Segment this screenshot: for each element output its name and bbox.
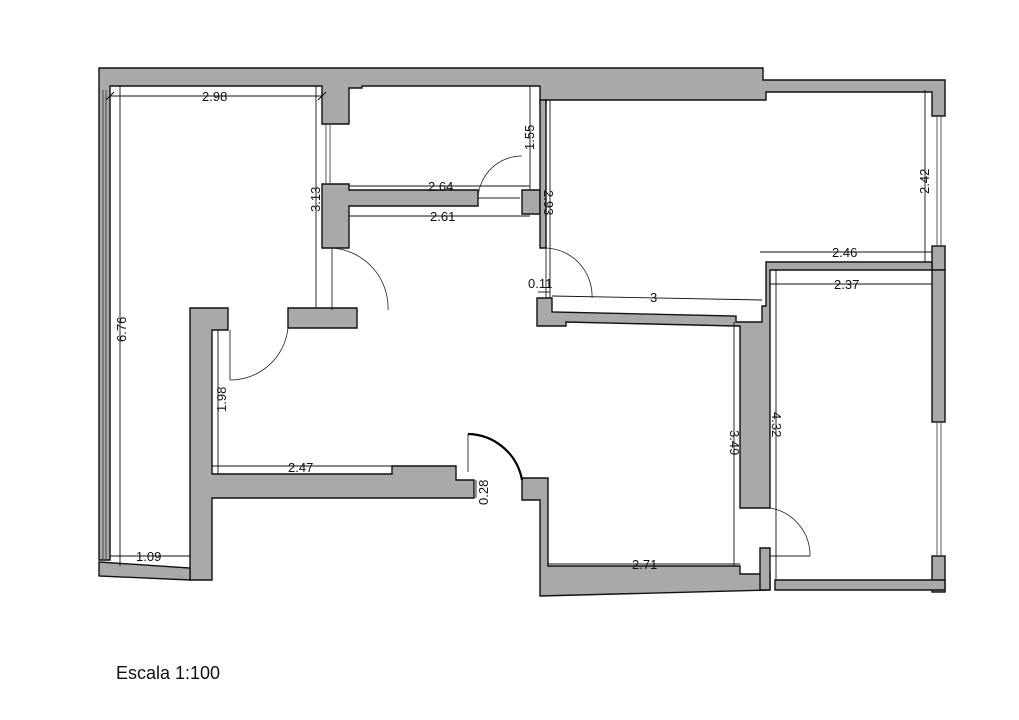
dim-label-0-28: 0.28 [476, 480, 491, 505]
dim-label-2-47: 2.47 [288, 460, 313, 475]
dim-label-2-98: 2.98 [202, 89, 227, 104]
wall-right-mid [931, 269, 946, 423]
dim-label-4-32: 4.32 [769, 412, 784, 437]
wall-right-upper [931, 245, 946, 271]
dim-label-2-42: 2.42 [917, 169, 932, 194]
doors [229, 155, 811, 557]
dim-label-2-61: 2.61 [430, 209, 455, 224]
wall-center-vertical [539, 99, 547, 249]
door-3-arc [477, 155, 523, 199]
door-2-arc [229, 327, 289, 381]
entrance-door-arc [467, 432, 524, 481]
door-4-arc [545, 247, 593, 299]
dim-label-2-64: 2.64 [428, 179, 453, 194]
windows [102, 90, 942, 560]
dim-label-2-93: 2.93 [541, 190, 556, 215]
wall-stub-mid [521, 189, 541, 215]
dimension-lines [105, 86, 932, 580]
wall-mid-horizontal [536, 261, 933, 509]
dim-label-3: 3 [650, 290, 657, 305]
dim-label-3-49: 3.49 [727, 430, 742, 455]
dim-label-6-76: 6.76 [114, 317, 129, 342]
dim-label-2-46: 2.46 [832, 245, 857, 260]
dim-label-1-55: 1.55 [522, 125, 537, 150]
scale-label: Escala 1:100 [116, 663, 221, 683]
wall-center-bottom [521, 477, 771, 597]
dim-label-1-98: 1.98 [214, 387, 229, 412]
dimension-labels: 2.98 1.55 2.64 2.61 3.13 2.93 2.42 2.46 … [114, 89, 932, 572]
wall-bottom-left [98, 561, 191, 581]
dim-label-2-71: 2.71 [632, 557, 657, 572]
dim-label-1-09: 1.09 [136, 549, 161, 564]
dim-label-0-11: 0.11 [528, 276, 552, 291]
wall-right-stub [759, 547, 771, 591]
walls [98, 67, 946, 597]
door-5-arc [769, 507, 811, 557]
door-1-arc [331, 247, 389, 311]
wall-left-inner [189, 307, 475, 581]
dim-label-3-13: 3.13 [308, 187, 323, 212]
wall-block-left [287, 307, 358, 329]
wall-bottom-right [774, 579, 946, 591]
dim-label-2-37: 2.37 [834, 277, 859, 292]
